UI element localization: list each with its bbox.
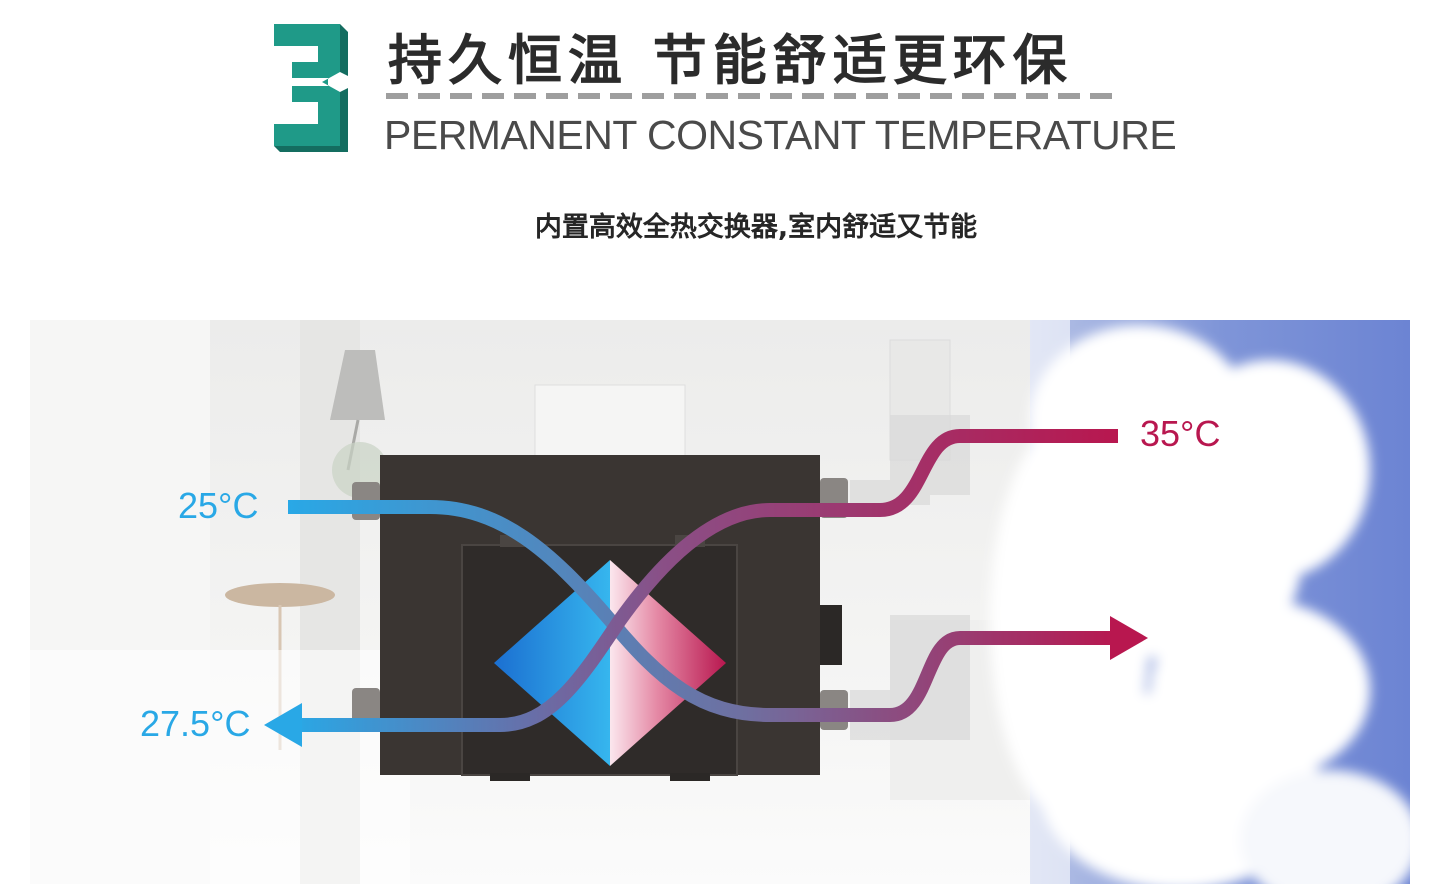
page-subtitle: 内置高效全热交换器,室内舒适又节能: [534, 212, 978, 243]
title-divider: [386, 93, 1120, 99]
section-number-3: [274, 24, 348, 152]
arrow-head-outdoor: [1110, 616, 1148, 660]
airflow-outdoor-to-indoor: [292, 429, 1118, 732]
header: 持久恒温 节能舒适更环保 PERMANENT CONSTANT TEMPERAT…: [0, 0, 1441, 300]
arrow-head-indoor: [264, 703, 302, 747]
temp-label-indoor-in: 25°C: [178, 485, 258, 526]
exchanger-core-cool: [494, 560, 610, 766]
temp-label-indoor-out: 27.5°C: [140, 703, 250, 744]
heat-exchanger-diagram: 25°C 27.5°C 35°C: [30, 320, 1410, 884]
temp-label-outdoor: 35°C: [1140, 413, 1220, 454]
page-title: 持久恒温 节能舒适更环保: [388, 29, 1073, 92]
exchanger-core-warm: [610, 560, 726, 766]
airflow-indoor-to-outdoor: [288, 500, 1120, 722]
page-title-english: PERMANENT CONSTANT TEMPERATURE: [384, 112, 1177, 158]
